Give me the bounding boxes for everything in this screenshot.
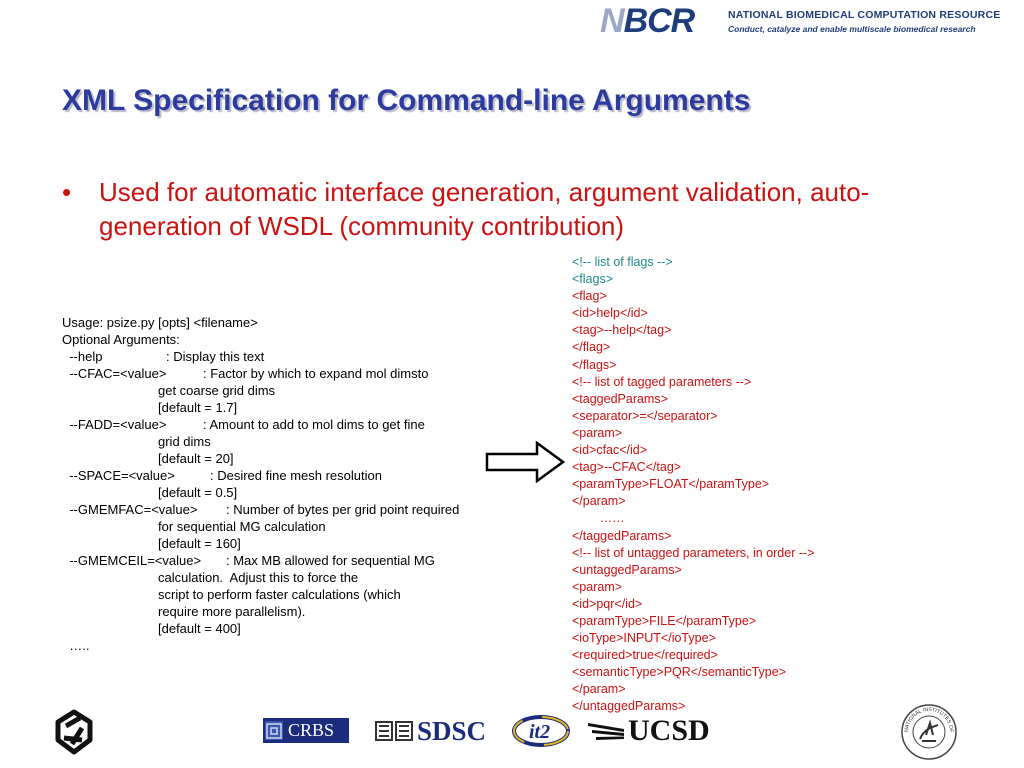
usage-description: calculation. Adjust this to force the — [158, 570, 359, 585]
usage-description: get coarse grid dims — [158, 383, 276, 398]
xml-line: <!-- list of untagged parameters, in ord… — [572, 545, 815, 560]
xml-line: <paramType>FILE</paramType> — [572, 613, 757, 628]
nih-seal: NATIONAL INSTITUTES OF HEALTH — [900, 703, 957, 760]
xml-line: <ioType>INPUT</ioType> — [572, 631, 716, 646]
nbcr-logo: NBCR NATIONAL BIOMEDICAL COMPUTATION RES… — [600, 2, 1020, 42]
xml-line: <id>pqr</id> — [572, 596, 643, 611]
ucsd-label: UCSD — [628, 714, 710, 747]
it2-logo: it2 — [512, 715, 570, 747]
usage-option: ….. — [62, 638, 90, 653]
usage-description: : Desired fine mesh resolution — [210, 468, 382, 483]
crbs-mark-icon — [265, 721, 283, 740]
svg-text:NATIONAL INSTITUTES OF HEALTH: NATIONAL INSTITUTES OF HEALTH — [900, 703, 954, 732]
nbcr-logo-mark: NBCR — [600, 2, 695, 40]
xml-line: <param> — [572, 579, 623, 594]
org-name: NATIONAL BIOMEDICAL COMPUTATION RESOURCE — [728, 9, 1001, 21]
sdsc-label: SDSC — [417, 716, 487, 746]
sdsc-logo: SDSC — [375, 716, 495, 746]
xml-line: <tag>--CFAC</tag> — [572, 460, 682, 475]
usage-option: --SPACE=<value> — [62, 468, 175, 483]
usage-option: Optional Arguments: — [62, 332, 180, 347]
right-arrow-icon — [485, 441, 565, 483]
xml-line: <taggedParams> — [572, 391, 668, 406]
usage-description: : Factor by which to expand mol dimsto — [203, 366, 429, 381]
xml-line: <flags> — [572, 272, 614, 287]
xml-line: <id>cfac</id> — [572, 443, 648, 458]
it2-label: it2 — [529, 721, 550, 743]
bullet-dot: • — [62, 177, 72, 207]
usage-option: --GMEMFAC=<value> — [62, 502, 198, 517]
xml-line: </flag> — [572, 340, 611, 355]
ucsd-trident-icon — [588, 723, 624, 740]
org-tagline: Conduct, catalyze and enable multiscale … — [728, 24, 976, 34]
usage-description: : Number of bytes per grid point require… — [226, 502, 460, 517]
usage-description: grid dims — [158, 434, 211, 449]
usage-description: : Display this text — [166, 349, 265, 364]
xml-line: <semanticType>PQR</semanticType> — [572, 665, 786, 680]
usage-option: --CFAC=<value> — [62, 366, 167, 381]
usage-option: --help — [62, 349, 103, 364]
xml-line: <flag> — [572, 289, 607, 304]
usage-description: for sequential MG calculation — [158, 519, 326, 534]
usage-description: require more parallelism). — [158, 604, 306, 619]
usage-option: Usage: psize.py [opts] <filename> — [62, 315, 258, 330]
crbs-logo: CRBS — [263, 718, 349, 743]
xml-line: </taggedParams> — [572, 528, 672, 543]
usage-description: script to perform faster calculations (w… — [158, 587, 401, 602]
xml-line: <!-- list of flags --> — [572, 255, 673, 269]
usage-description: [default = 400] — [158, 621, 241, 636]
usage-description: [default = 20] — [158, 451, 234, 466]
xml-line: <id>help</id> — [572, 306, 648, 321]
usage-option: --FADD=<value> — [62, 417, 167, 432]
xml-line: </param> — [572, 682, 626, 697]
usage-description: [default = 1.7] — [158, 400, 238, 415]
usage-description: : Max MB allowed for sequential MG — [226, 553, 435, 568]
xml-line: <separator>=</separator> — [572, 408, 718, 423]
xml-line: </flags> — [572, 357, 617, 372]
nbcr-knot-logo — [55, 709, 93, 755]
xml-line: <paramType>FLOAT</paramType> — [572, 477, 770, 492]
xml-line: <required>true</required> — [572, 648, 718, 663]
sdsc-mark-icon — [375, 721, 413, 741]
ucsd-logo: UCSD — [588, 714, 728, 748]
xml-line: <!-- list of tagged parameters --> — [572, 374, 752, 389]
xml-line: </param> — [572, 494, 626, 509]
usage-description: [default = 160] — [158, 536, 241, 551]
xml-line: <untaggedParams> — [572, 562, 682, 577]
usage-description: [default = 0.5] — [158, 485, 238, 500]
usage-option: --GMEMCEIL=<value> — [62, 553, 202, 568]
xml-line: <tag>--help</tag> — [572, 323, 672, 338]
xml-spec-block: <!-- list of flags --> <flags> <flag> <id>h… — [572, 254, 814, 716]
xml-line: …… — [572, 511, 625, 526]
usage-description: : Amount to add to mol dims to get fine — [203, 417, 425, 432]
bullet-text: Used for automatic interface generation,… — [99, 177, 870, 241]
slide-title: XML Specification for Command-line Argum… — [62, 84, 751, 117]
xml-line: <param> — [572, 425, 623, 440]
crbs-label: CRBS — [288, 720, 335, 740]
xml-line: </untaggedParams> — [572, 699, 686, 714]
